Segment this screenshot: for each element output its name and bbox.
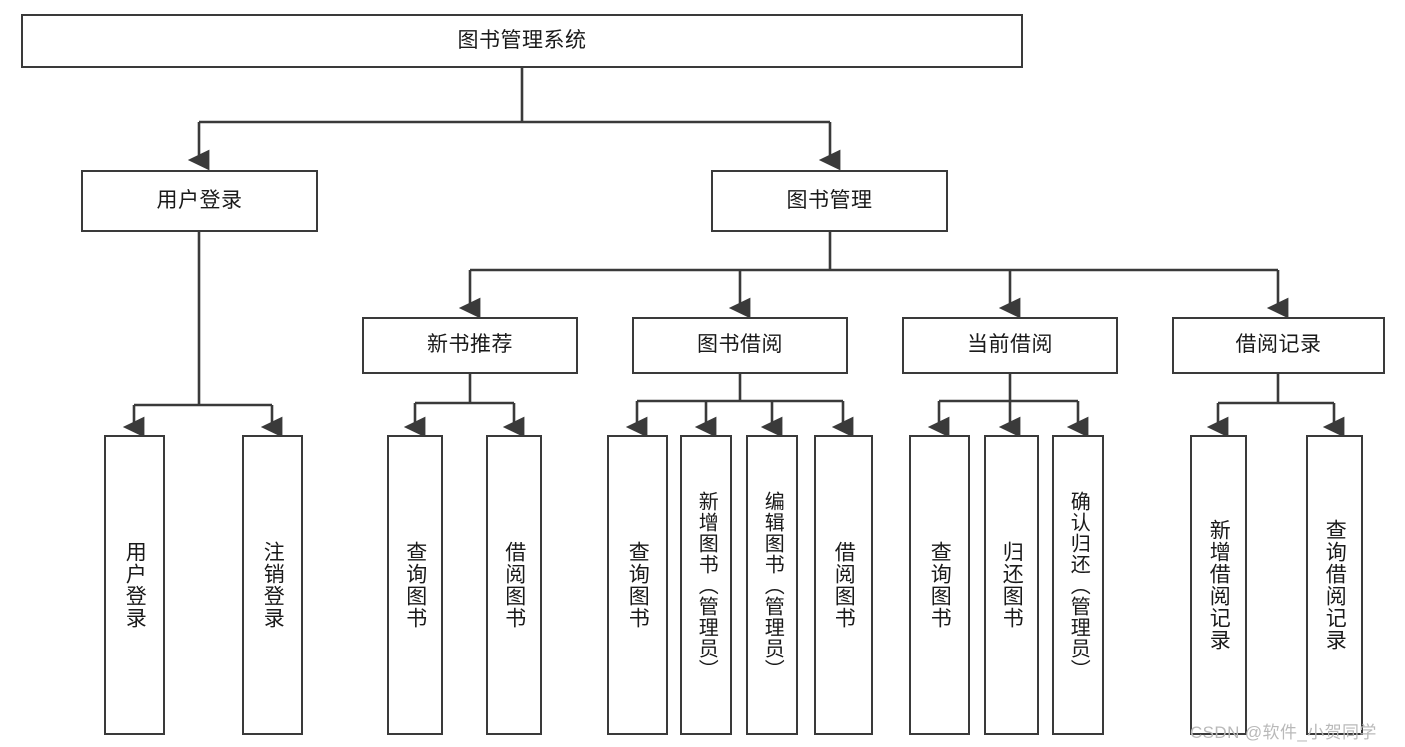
node-root[interactable]: 图书管理系统: [21, 14, 1023, 68]
leaf-user-login-label: 用户登录: [123, 541, 147, 629]
leaf-query-book-borrow-label: 查询图书: [626, 541, 650, 629]
node-book-management-label: 图书管理: [786, 188, 873, 212]
node-borrow-record[interactable]: 借阅记录: [1172, 317, 1385, 374]
node-new-book-recommend[interactable]: 新书推荐: [362, 317, 578, 374]
node-book-borrow[interactable]: 图书借阅: [632, 317, 848, 374]
leaf-query-book-recommend-label: 查询图书: [403, 541, 427, 629]
leaf-borrow-book-label: 借阅图书: [832, 541, 856, 629]
leaf-logout-label: 注销登录: [261, 541, 285, 629]
leaf-edit-book-admin[interactable]: 编辑图书（管理员）: [746, 435, 798, 735]
node-user-login[interactable]: 用户登录: [81, 170, 318, 232]
leaf-add-book-admin[interactable]: 新增图书（管理员）: [680, 435, 732, 735]
csdn-watermark: CSDN @软件_小贺同学: [1190, 723, 1377, 742]
node-root-label: 图书管理系统: [457, 28, 587, 52]
leaf-return-book-label: 归还图书: [1000, 541, 1024, 629]
node-current-borrow[interactable]: 当前借阅: [902, 317, 1118, 374]
leaf-query-book-current-label: 查询图书: [928, 541, 952, 629]
leaf-edit-book-admin-label: 编辑图书（管理员）: [761, 490, 784, 680]
leaf-borrow-book[interactable]: 借阅图书: [814, 435, 873, 735]
leaf-query-book-current[interactable]: 查询图书: [909, 435, 970, 735]
node-current-borrow-label: 当前借阅: [967, 333, 1053, 357]
leaf-add-borrow-record-label: 新增借阅记录: [1207, 519, 1231, 651]
leaf-query-book-borrow[interactable]: 查询图书: [607, 435, 668, 735]
leaf-add-borrow-record[interactable]: 新增借阅记录: [1190, 435, 1247, 735]
leaf-query-borrow-record-label: 查询借阅记录: [1323, 519, 1347, 651]
leaf-confirm-return-admin[interactable]: 确认归还（管理员）: [1052, 435, 1104, 735]
leaf-borrow-book-recommend-label: 借阅图书: [502, 541, 526, 629]
leaf-user-login[interactable]: 用户登录: [104, 435, 165, 735]
node-new-book-recommend-label: 新书推荐: [427, 333, 513, 357]
leaf-confirm-return-admin-label: 确认归还（管理员）: [1067, 490, 1090, 680]
leaf-add-book-admin-label: 新增图书（管理员）: [695, 490, 718, 680]
leaf-borrow-book-recommend[interactable]: 借阅图书: [486, 435, 542, 735]
node-borrow-record-label: 借阅记录: [1235, 333, 1322, 357]
leaf-query-borrow-record[interactable]: 查询借阅记录: [1306, 435, 1363, 735]
node-book-borrow-label: 图书借阅: [697, 333, 783, 357]
leaf-return-book[interactable]: 归还图书: [984, 435, 1039, 735]
leaf-query-book-recommend[interactable]: 查询图书: [387, 435, 443, 735]
leaf-logout[interactable]: 注销登录: [242, 435, 303, 735]
node-user-login-label: 用户登录: [156, 188, 243, 212]
node-book-management[interactable]: 图书管理: [711, 170, 948, 232]
